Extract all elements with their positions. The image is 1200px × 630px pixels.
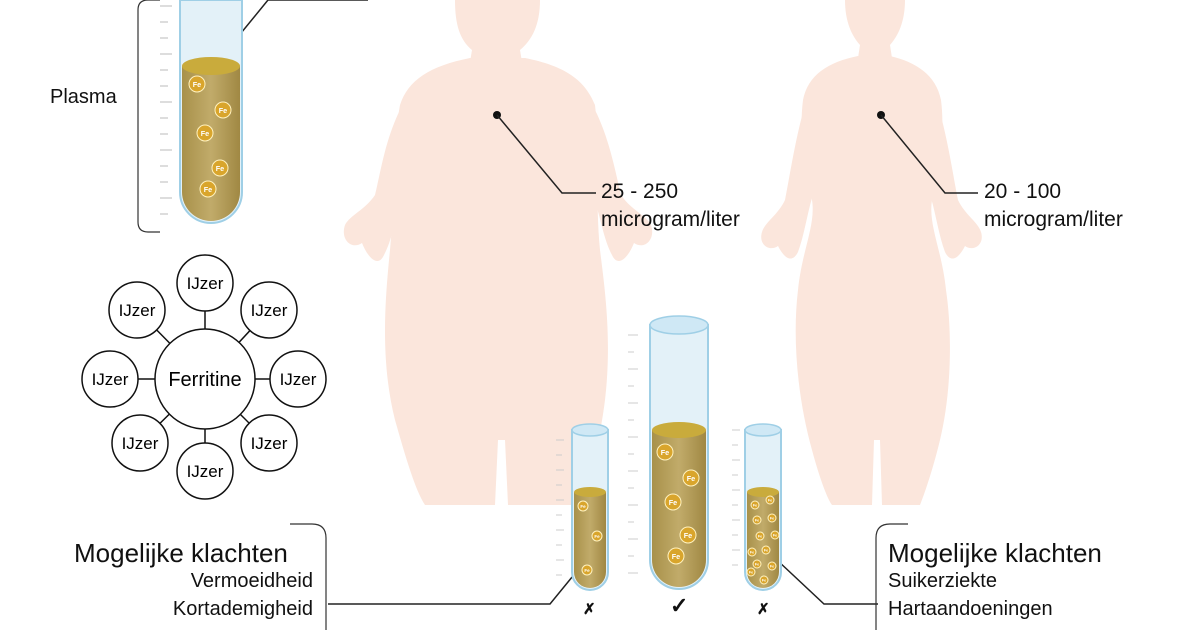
fe-particle-label: Fe [684, 531, 692, 540]
iron-node [269, 350, 327, 408]
complaints-low-item: Kortademigheid [172, 598, 313, 620]
fe-particle: Fe [667, 547, 685, 565]
fe-particle-label: Fe [770, 564, 774, 568]
fe-particle: Fe [770, 530, 780, 540]
fe-particle-label: Fe [204, 185, 212, 194]
fe-particle: Fe [211, 159, 229, 177]
fe-particle-label: Fe [672, 552, 680, 561]
tube-normal [628, 315, 709, 590]
iron-node-label: IJzer [122, 434, 159, 453]
fe-particle-label: Fe [762, 578, 766, 582]
fe-particle: Fe [591, 530, 603, 542]
female-unit: microgram/liter [984, 208, 1123, 231]
iron-node-label: IJzer [280, 370, 317, 389]
iron-node [176, 442, 234, 500]
complaints-high-item: Hartaandoeningen [888, 598, 1053, 620]
male-range: 25 - 250 [601, 180, 679, 203]
fe-particle-label: Fe [594, 534, 600, 539]
iron-node [108, 281, 166, 339]
fe-particle-label: Fe [764, 548, 768, 552]
fe-particle: Fe [767, 561, 777, 571]
female-range: 20 - 100 [984, 180, 1062, 203]
fe-particle-label: Fe [193, 80, 201, 89]
iron-node-label: IJzer [119, 301, 156, 320]
female-silhouette [761, 0, 982, 505]
fe-particle-label: Fe [773, 533, 777, 537]
iron-node-label: IJzer [251, 301, 288, 320]
fe-particle: Fe [656, 443, 674, 461]
male-silhouette [343, 0, 653, 505]
fe-particle: Fe [664, 493, 682, 511]
fe-particle: Fe [755, 531, 765, 541]
tube-low-mark: ✗ [583, 601, 596, 618]
fe-particle-label: Fe [584, 568, 590, 573]
fe-particle-label: Fe [768, 498, 772, 502]
tube-normal-mark: ✓ [670, 593, 689, 618]
iron-node [240, 414, 298, 472]
fe-particle: Fe [747, 547, 757, 557]
fe-particle: Fe [765, 495, 775, 505]
iron-node-label: IJzer [187, 274, 224, 293]
male-unit: microgram/liter [601, 208, 740, 231]
fe-particle: Fe [761, 545, 771, 555]
fe-particle: Fe [581, 564, 593, 576]
fe-particle: Fe [759, 575, 769, 585]
fe-particle-label: Fe [755, 518, 759, 522]
plasma-label: Plasma [50, 86, 117, 108]
fe-particle-label: Fe [661, 448, 669, 457]
iron-node-label: IJzer [92, 370, 129, 389]
fe-particle: Fe [214, 101, 232, 119]
complaints-high-item: Suikerziekte [888, 570, 997, 592]
fe-particle-label: Fe [753, 503, 757, 507]
fe-particle: Fe [682, 469, 700, 487]
complaints-low-item: Vermoeidheid [190, 570, 313, 592]
fe-particle-label: Fe [749, 570, 753, 574]
iron-node-label: IJzer [251, 434, 288, 453]
ferritin-center-label: Ferritine [168, 369, 241, 391]
fe-particle: Fe [767, 513, 777, 523]
fe-particle-label: Fe [758, 534, 762, 538]
fe-particle: Fe [752, 515, 762, 525]
fe-particle-label: Fe [216, 164, 224, 173]
fe-particle-label: Fe [770, 516, 774, 520]
fe-particle: Fe [752, 559, 762, 569]
iron-node [176, 254, 234, 312]
fe-particle: Fe [750, 500, 760, 510]
tube-high-mark: ✗ [757, 601, 770, 618]
fe-particle: Fe [188, 75, 206, 93]
iron-node [240, 281, 298, 339]
fe-particle: Fe [746, 567, 756, 577]
fe-particle-label: Fe [580, 504, 586, 509]
fe-particle: Fe [679, 526, 697, 544]
fe-particle-label: Fe [219, 106, 227, 115]
iron-node-label: IJzer [187, 462, 224, 481]
iron-node [111, 414, 169, 472]
fe-particle: Fe [577, 500, 589, 512]
fe-particle-label: Fe [669, 498, 677, 507]
iron-node [81, 350, 139, 408]
fe-particle: Fe [196, 124, 214, 142]
fe-particle-label: Fe [750, 550, 754, 554]
tube-low [556, 423, 609, 591]
fe-particle-label: Fe [687, 474, 695, 483]
fe-particle-label: Fe [201, 129, 209, 138]
complaints-low-title: Mogelijke klachten [74, 538, 288, 568]
fe-particle: Fe [199, 180, 217, 198]
fe-particle-label: Fe [755, 562, 759, 566]
complaints-high-title: Mogelijke klachten [888, 538, 1102, 568]
ferritin-center-circle [154, 328, 256, 430]
